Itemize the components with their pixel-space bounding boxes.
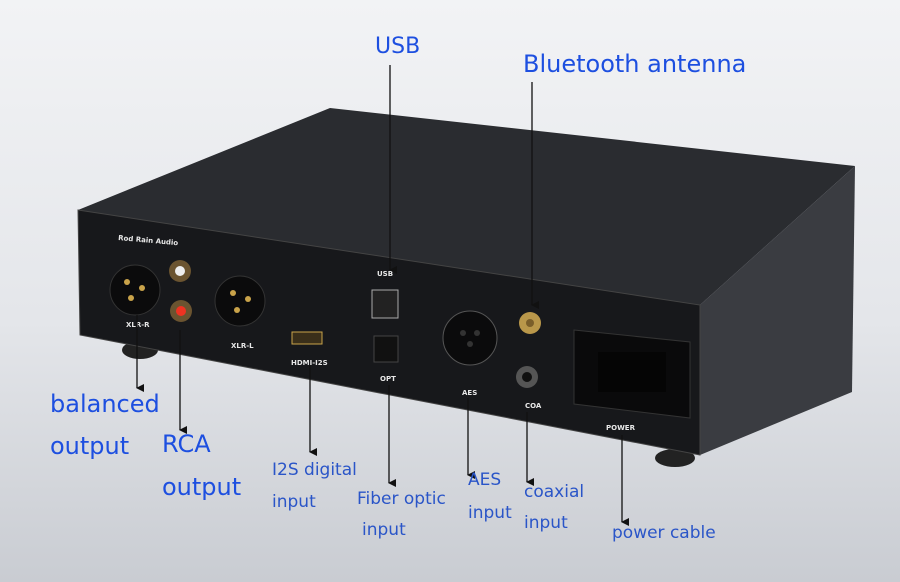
xlr-r-label: XLR-R xyxy=(126,321,150,329)
power-panel-label: POWER xyxy=(606,424,636,432)
power-annotation: power cable xyxy=(612,523,716,543)
rca-annotation-line1: RCA xyxy=(162,430,211,458)
coa-label: COA xyxy=(525,402,542,410)
aes-connector xyxy=(442,310,498,366)
opt-label: OPT xyxy=(380,375,396,383)
usb-port xyxy=(371,289,399,319)
fiber-annotation-line2: input xyxy=(362,520,406,540)
hdmi-port xyxy=(291,331,323,345)
foot xyxy=(655,449,695,467)
hdmi-label: HDMI-I2S xyxy=(291,359,328,367)
rca-annotation-line2: output xyxy=(162,473,242,501)
aes-annotation-line2: input xyxy=(468,503,512,523)
balanced-annotation-line1: balanced xyxy=(50,390,160,418)
usb-annotation: USB xyxy=(375,34,421,59)
chassis-side xyxy=(700,166,855,455)
aes-label: AES xyxy=(462,389,477,397)
bluetooth-annotation: Bluetooth antenna xyxy=(523,50,747,78)
xlr-l-connector xyxy=(214,275,266,327)
i2s-annotation-line2: input xyxy=(272,492,316,512)
i2s-annotation-line1: I2S digital xyxy=(272,460,357,480)
usb-panel-label: USB xyxy=(377,270,393,278)
coaxial-annotation-line2: input xyxy=(524,513,568,533)
coaxial-annotation-line1: coaxial xyxy=(524,482,585,502)
back-panel xyxy=(77,209,701,456)
fiber-annotation-line1: Fiber optic xyxy=(357,489,446,509)
optical-port xyxy=(373,335,399,363)
xlr-l-label: XLR-L xyxy=(231,342,254,350)
xlr-r-connector xyxy=(109,264,161,316)
balanced-annotation-line2: output xyxy=(50,432,130,460)
chassis-top xyxy=(78,108,855,305)
aes-annotation-line1: AES xyxy=(468,470,502,490)
